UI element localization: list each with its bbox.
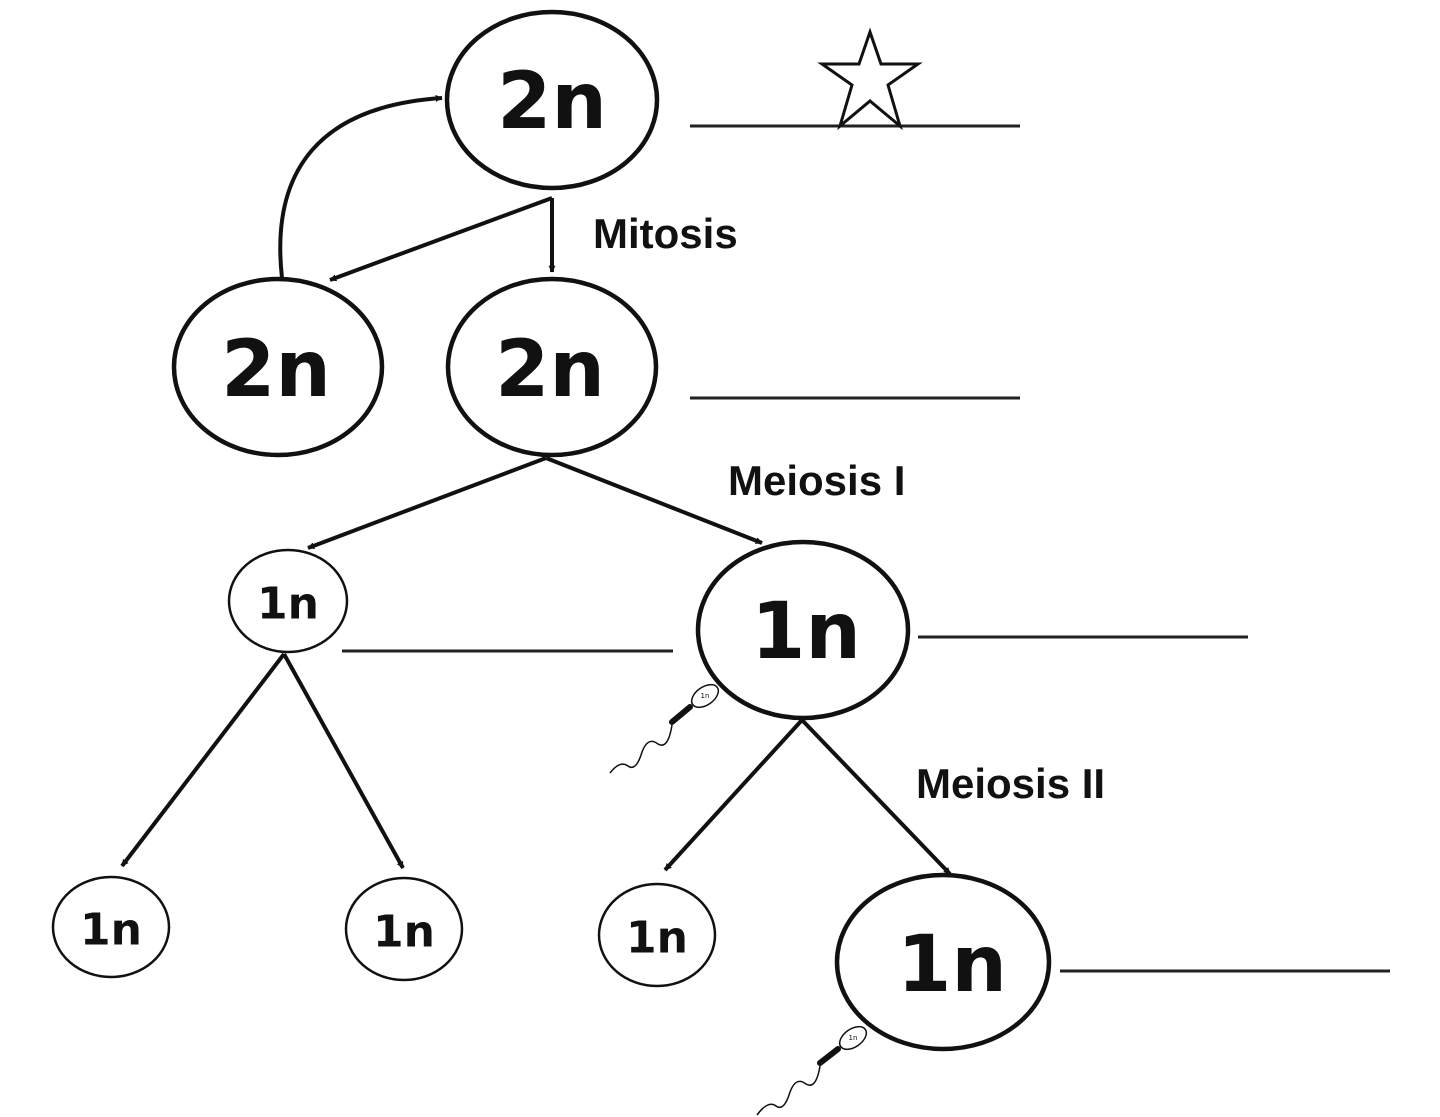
cell-bottom-large-label: 1n [897,920,1007,1010]
left-branch-arrow-right [282,653,405,869]
meiosis1-arrow-right [545,456,763,545]
cell-mitosis-left-label: 2n [221,325,331,415]
mitosis-label: Mitosis [593,210,738,257]
sperm-icon-2: 1n [756,1025,868,1116]
meiosis2-arrow-left [663,718,804,872]
cell-meiosis1-large: 1n [695,539,911,721]
cell-bottom-3-label: 1n [626,913,688,964]
meiosis-1-label: Meiosis I [728,457,905,504]
mitosis-arrow-left [329,196,553,282]
cell-bottom-2-label: 1n [373,907,435,958]
cell-mitosis-right: 2n [445,276,659,458]
meiosis1-arrow-left [307,456,547,550]
cell-bottom-1-label: 1n [80,905,142,956]
star-icon [817,27,923,131]
sperm-1-label: 1n [701,692,710,700]
cell-mitosis-right-label: 2n [495,325,605,415]
sperm-2-label: 1n [849,1034,858,1042]
cell-bottom-large: 1n [834,872,1052,1052]
meiosis2-arrow-right [800,718,952,876]
sperm-icon-1: 1n [609,683,720,774]
cell-mitosis-left: 2n [171,276,385,458]
cell-meiosis1-large-label: 1n [751,587,861,677]
cell-top: 2n [444,9,660,191]
meiosis-2-label: Meiosis II [916,760,1105,807]
left-branch-arrow-left [120,652,286,868]
self-renewal-arrow [278,94,443,279]
cell-bottom-3: 1n [597,882,717,988]
cell-meiosis1-small-label: 1n [257,579,319,630]
cell-top-label: 2n [497,57,607,147]
cell-bottom-2: 1n [344,876,464,982]
cell-meiosis1-small: 1n [227,548,349,654]
cell-bottom-1: 1n [51,875,171,979]
